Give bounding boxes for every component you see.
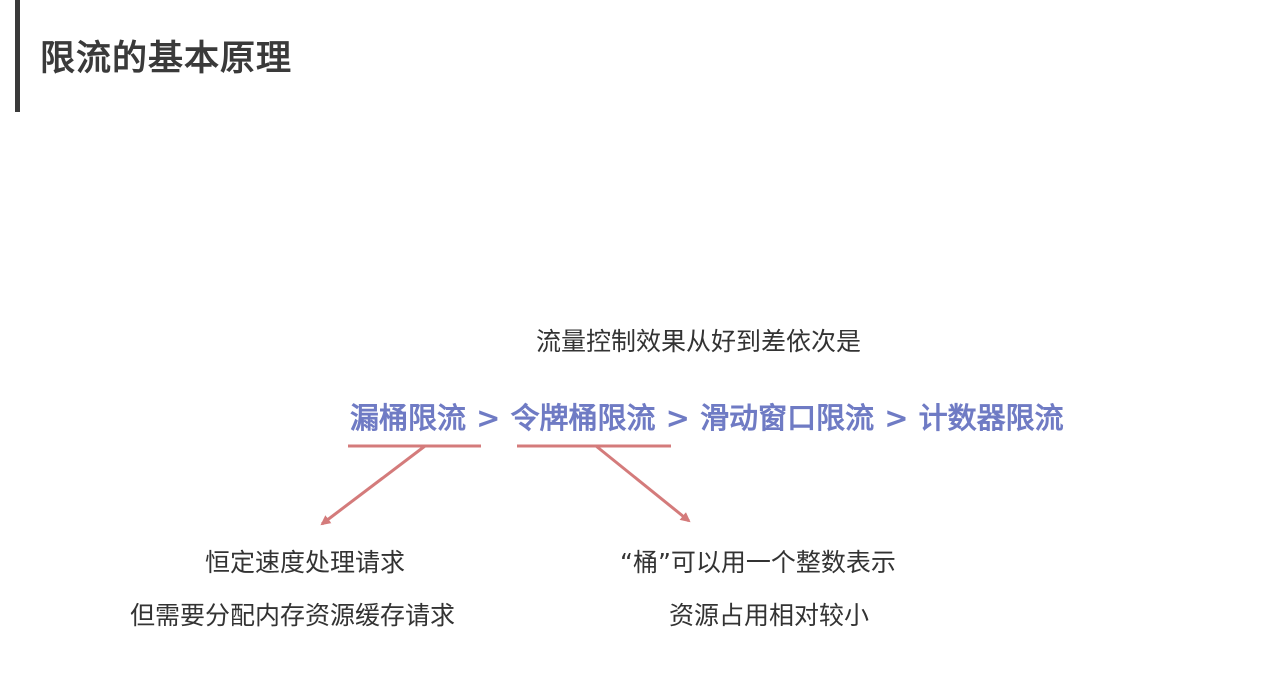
ranking-item-counter: 计数器限流 [918, 401, 1064, 435]
ranking-item-leaky-bucket: 漏桶限流 [350, 401, 467, 435]
token-bucket-note-line2: 资源占用相对较小 [669, 601, 870, 630]
ranking-separator: > [665, 401, 701, 435]
token-bucket-note-line1: “桶”可以用一个整数表示 [620, 548, 896, 577]
slide-title: 限流的基本原理 [40, 39, 293, 79]
ranking-item-token-bucket: 令牌桶限流 [510, 401, 656, 435]
ranking-item-sliding-window: 滑动窗口限流 [700, 401, 875, 435]
token-bucket-arrow [595, 444, 691, 523]
ranking-caption: 流量控制效果从好到差依次是 [536, 327, 862, 356]
leaky-bucket-arrow [320, 444, 426, 526]
leaky-bucket-note-line1: 恒定速度处理请求 [205, 548, 406, 577]
algorithm-ranking: 漏桶限流 > 令牌桶限流 > 滑动窗口限流 > 计数器限流 [350, 395, 1064, 437]
title-accent-bar [15, 0, 20, 112]
ranking-separator: > [884, 401, 919, 435]
leaky-bucket-note-line2: 但需要分配内存资源缓存请求 [130, 601, 456, 630]
ranking-separator: > [476, 401, 511, 435]
